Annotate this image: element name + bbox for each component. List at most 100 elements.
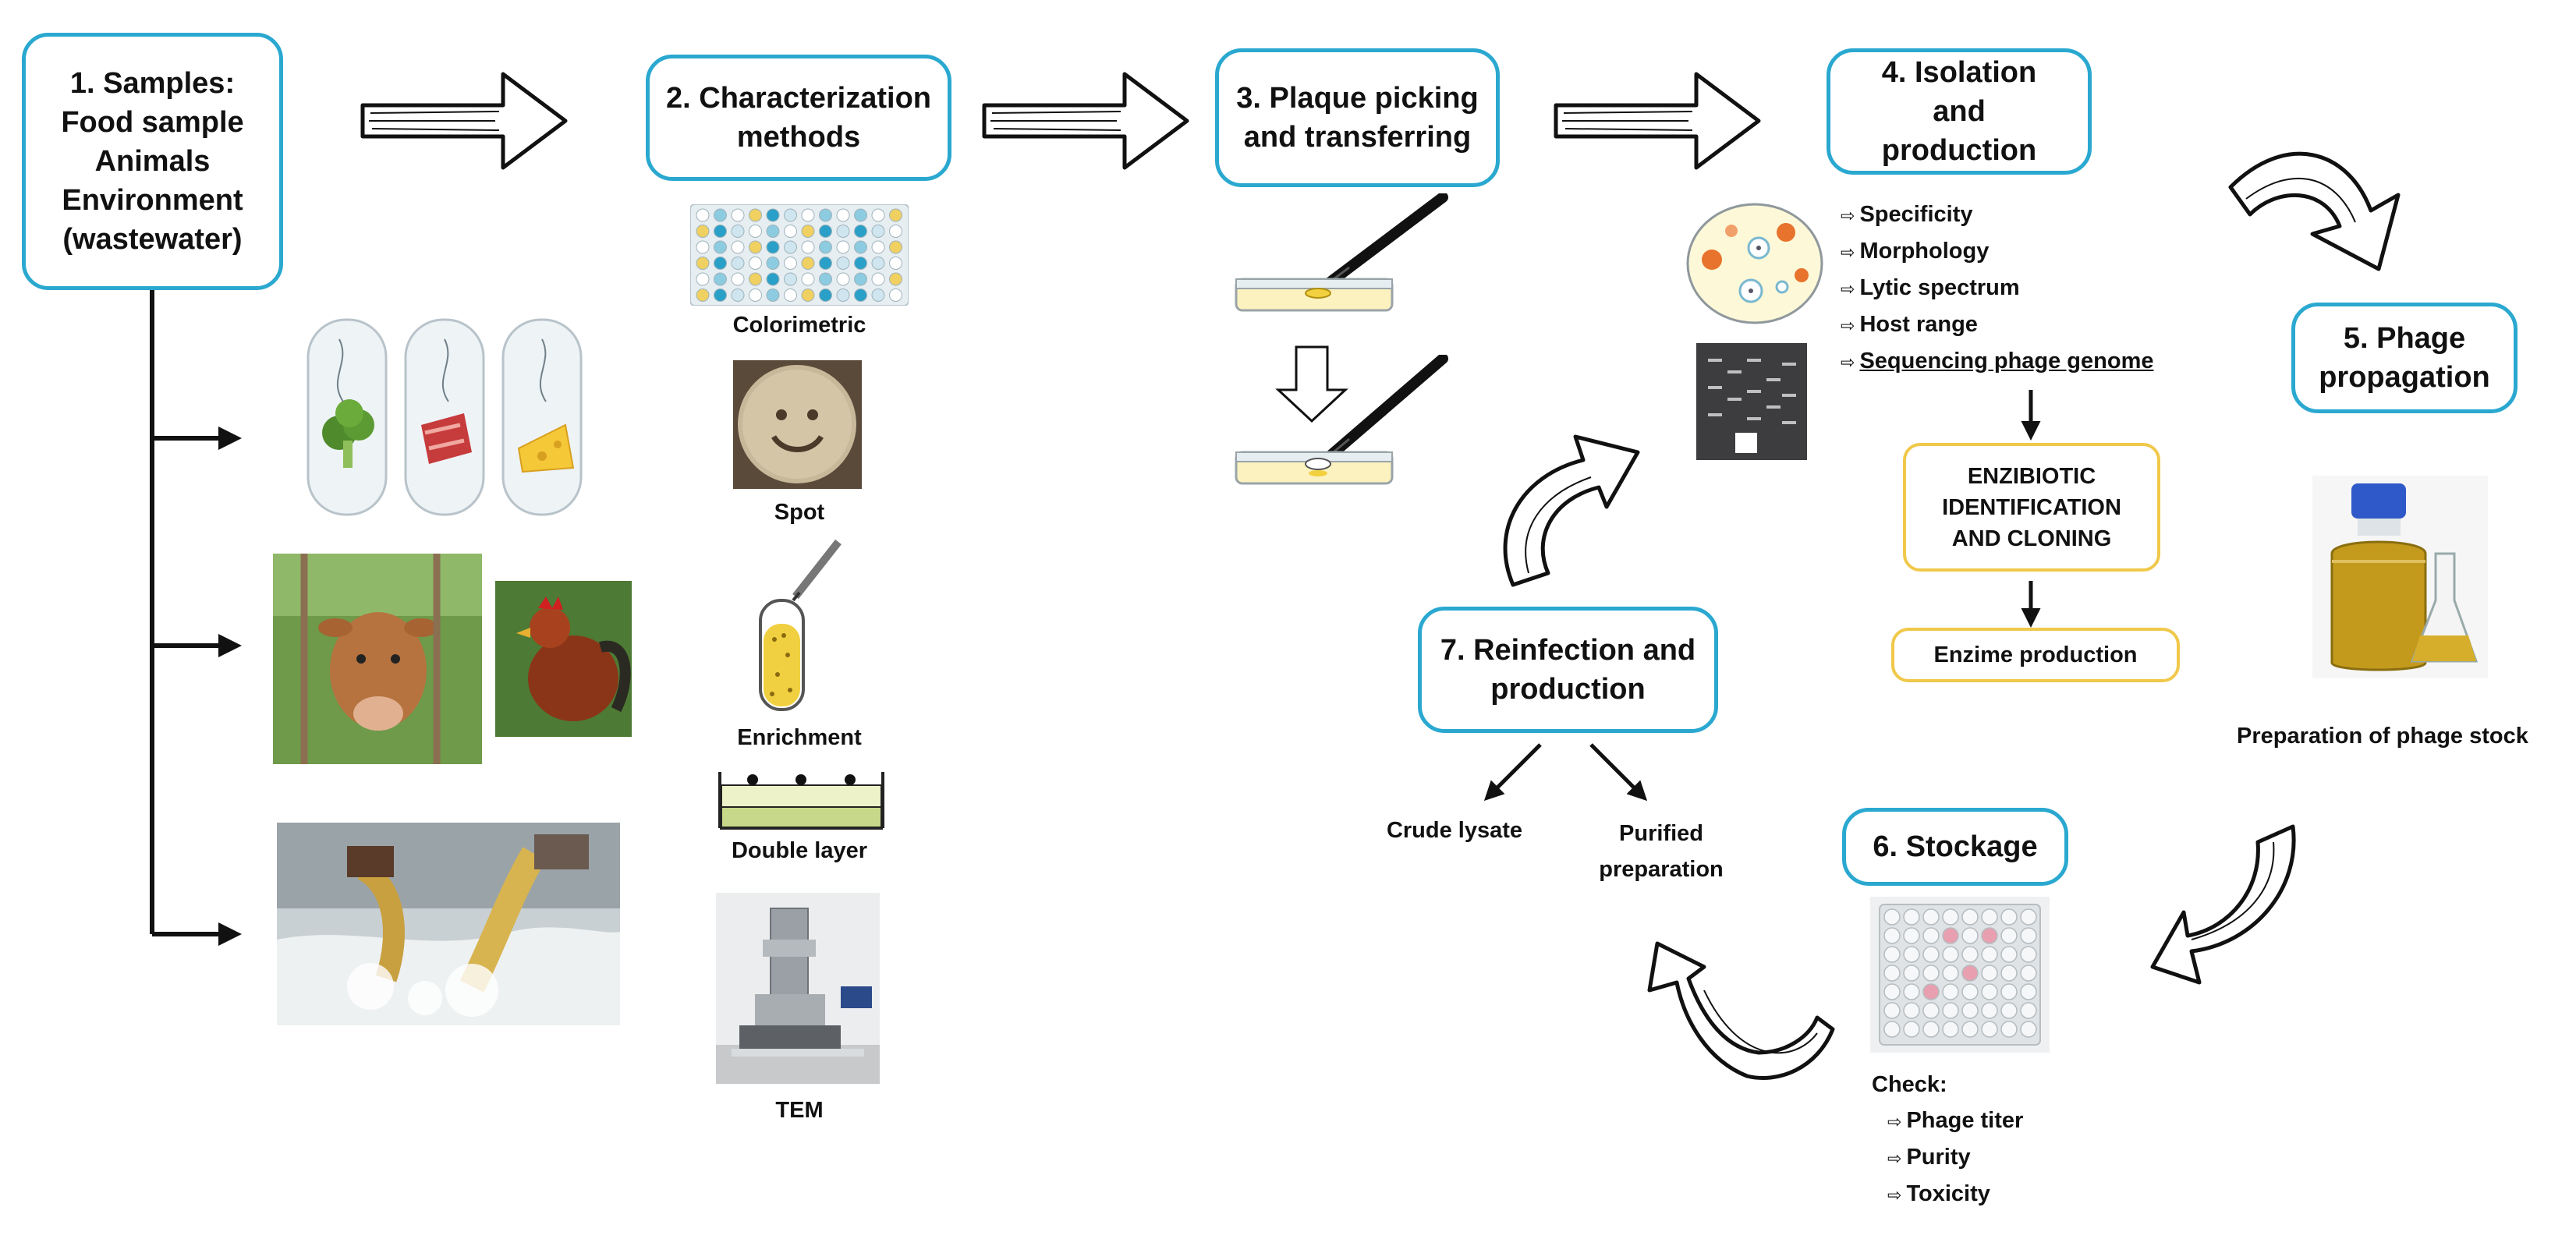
plate-well [819, 208, 832, 222]
wastewater-illustration [277, 823, 620, 1025]
plaque-transferring-petri-icon [1235, 355, 1448, 485]
plate-well [714, 257, 727, 270]
isolation-list-item: ⇨Lytic spectrum [1841, 275, 2020, 300]
rack-tube [2020, 965, 2037, 982]
rack-tube [1883, 927, 1901, 944]
rack-tube [1961, 983, 1979, 1000]
plate-well [801, 272, 815, 286]
step1-line: Food sample [61, 106, 244, 139]
step3-plaque-box: 3. Plaque picking and transferring [1215, 48, 1500, 187]
isolation-list-item: ⇨Sequencing phage genome [1841, 349, 2154, 373]
rack-tube [1981, 983, 1998, 1000]
rack-tube [1942, 983, 1959, 1000]
rack-tube [2000, 908, 2018, 926]
rack-tube [1883, 908, 1901, 926]
step4-isolation-box: 4. Isolation and production [1827, 48, 2092, 175]
rack-tube [2000, 965, 2018, 982]
rack-tube [1883, 946, 1901, 963]
split-arrow-icon [1483, 743, 1542, 802]
rack-tube [1922, 983, 1940, 1000]
plate-well [749, 208, 762, 222]
enrichment-tube-icon [759, 539, 842, 711]
purified-preparation-label: Purified preparation [1599, 821, 1724, 882]
enzyme-production-box: Enzime production [1891, 628, 2180, 682]
plate-well [836, 272, 850, 286]
plate-well [749, 289, 762, 302]
plate-well [871, 289, 885, 302]
rack-tube [2000, 983, 2018, 1000]
down-arrow-icon [1275, 345, 1348, 423]
plate-well [731, 240, 745, 254]
rack-tube [2020, 927, 2037, 944]
plate-well [696, 272, 710, 286]
plate-well [766, 240, 780, 254]
crude-lysate-label: Crude lysate [1386, 818, 1523, 843]
method-label-tem: TEM [775, 1098, 824, 1123]
bullet-arrow-icon: ⇨ [1887, 1149, 1902, 1168]
plate-well [731, 225, 745, 238]
step6-stockage-box: 6. Stockage [1842, 808, 2068, 886]
plate-well [731, 289, 745, 302]
plate-well [714, 225, 727, 238]
rack-tube [1981, 946, 1998, 963]
rack-tube [2020, 983, 2037, 1000]
plate-well [854, 208, 867, 222]
step1-line: Animals [94, 145, 211, 178]
isolation-petri-dish-icon [1686, 203, 1823, 324]
step1-line: (wastewater) [62, 223, 243, 256]
plate-well [784, 208, 797, 222]
rack-tube [2000, 927, 2018, 944]
rack-tube [1942, 946, 1959, 963]
method-label-double-layer: Double layer [731, 838, 868, 863]
bullet-arrow-icon: ⇨ [1841, 316, 1855, 335]
isolation-list-item: ⇨Host range [1841, 312, 1978, 337]
plate-well [766, 225, 780, 238]
gel-electrophoresis-icon [1696, 343, 1807, 460]
plate-well [766, 257, 780, 270]
check-list-item: ⇨Phage titer [1887, 1108, 2024, 1133]
plate-well [784, 240, 797, 254]
plate-well [819, 272, 832, 286]
plate-well [854, 225, 867, 238]
rack-tube [1961, 908, 1979, 926]
plate-well [854, 240, 867, 254]
plate-well [819, 289, 832, 302]
rack-tube [1903, 908, 1920, 926]
plate-well [889, 225, 902, 238]
plate-well [836, 208, 850, 222]
rack-tube [1922, 1002, 1940, 1019]
rack-tube [1961, 1021, 1979, 1038]
rack-tube [1942, 1021, 1959, 1038]
rack-tube [2020, 946, 2037, 963]
rack-tube [1903, 965, 1920, 982]
curved-arrow-icon [1503, 151, 2401, 1080]
plate-well [836, 257, 850, 270]
isolation-list-item: ⇨Specificity [1841, 202, 1973, 227]
rack-tube [1961, 965, 1979, 982]
plate-well [854, 257, 867, 270]
rack-tube [1981, 965, 1998, 982]
plate-well [871, 257, 885, 270]
rack-tube [1961, 946, 1979, 963]
bullet-arrow-icon: ⇨ [1841, 242, 1855, 262]
plate-well [801, 208, 815, 222]
flow-arrow-icon [982, 72, 1189, 170]
plate-well [889, 289, 902, 302]
plate-well [871, 208, 885, 222]
colorimetric-plate-icon [690, 204, 909, 306]
bullet-arrow-icon: ⇨ [1887, 1185, 1902, 1205]
rack-tube [1981, 1021, 1998, 1038]
method-label-spot: Spot [774, 500, 825, 525]
plate-well [784, 272, 797, 286]
step1-title: 1. Samples: [69, 67, 236, 100]
plate-well [714, 272, 727, 286]
plate-well [766, 208, 780, 222]
rack-tube [1903, 927, 1920, 944]
plate-well [731, 208, 745, 222]
broccoli-icon [322, 399, 374, 468]
rack-tube [1961, 1002, 1979, 1019]
plate-well [749, 257, 762, 270]
rack-tube [1883, 1002, 1901, 1019]
bullet-arrow-icon: ⇨ [1841, 279, 1855, 299]
